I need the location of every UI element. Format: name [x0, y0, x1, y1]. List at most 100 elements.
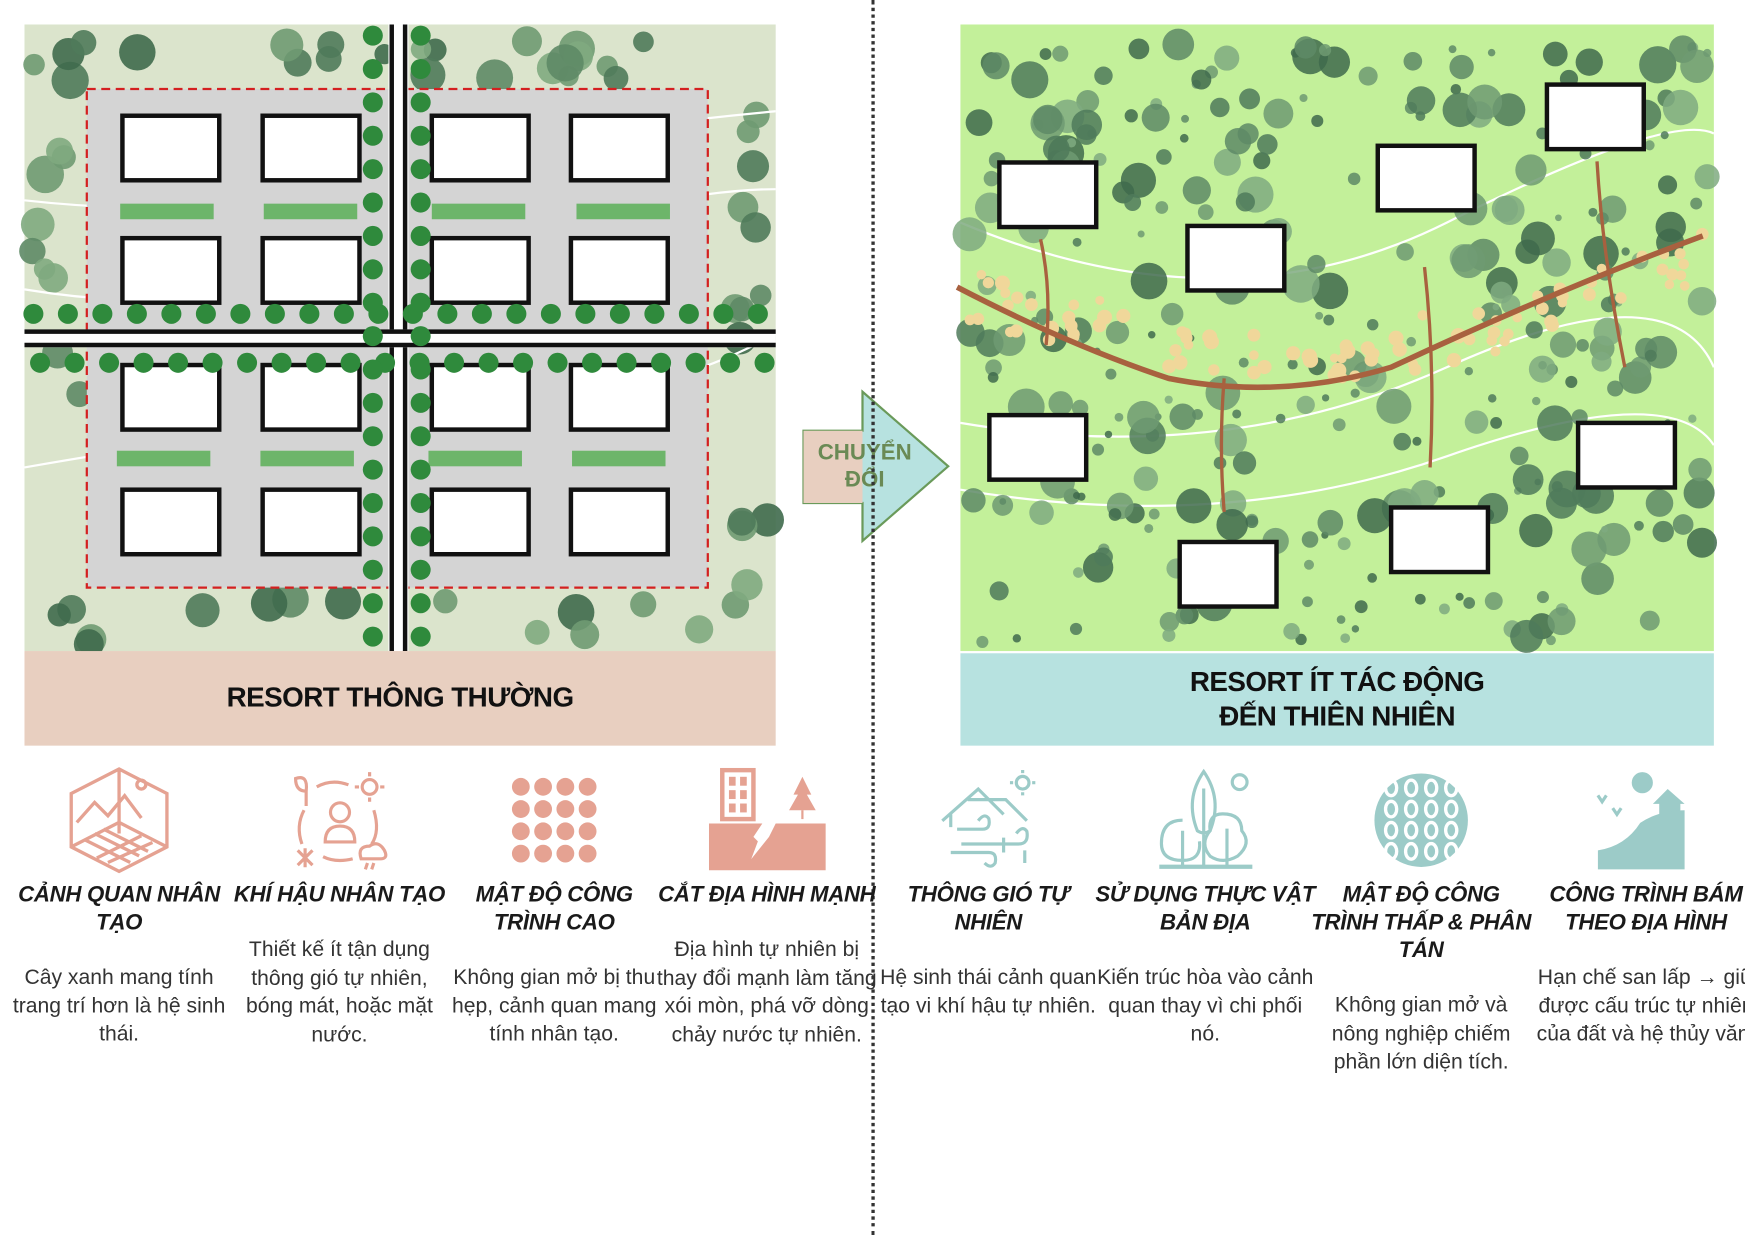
tree: [1403, 51, 1423, 71]
tree: [1591, 351, 1612, 372]
tree: [1537, 405, 1573, 442]
tree: [1660, 131, 1669, 140]
tree: [1672, 514, 1694, 535]
dot: [1423, 778, 1439, 798]
tree: [1048, 391, 1073, 416]
tree: [1012, 634, 1022, 643]
tree: [1311, 114, 1324, 127]
shrub: [1330, 362, 1347, 379]
shrub: [1340, 343, 1356, 359]
tree: [1490, 281, 1513, 304]
tree: [1092, 443, 1105, 456]
tree: [26, 155, 65, 194]
street-tree: [306, 352, 327, 373]
street-tree: [264, 303, 285, 324]
tree: [1224, 128, 1252, 155]
street-tree: [747, 303, 768, 324]
building: [429, 362, 531, 432]
shrub: [1116, 308, 1131, 324]
tree: [1253, 152, 1271, 170]
tree: [1301, 531, 1319, 548]
street-tree: [126, 303, 147, 324]
tree: [1124, 194, 1142, 212]
shrub: [1172, 355, 1188, 370]
tree: [1033, 104, 1063, 135]
shrub: [1557, 298, 1568, 308]
tree: [1536, 591, 1549, 604]
tree: [20, 207, 55, 242]
street-tree: [478, 352, 499, 373]
street-tree: [410, 392, 431, 413]
tree: [1438, 603, 1450, 615]
street-tree: [410, 593, 431, 614]
street-tree: [609, 303, 630, 324]
street-tree: [410, 459, 431, 480]
dot: [578, 800, 597, 818]
tree: [1688, 414, 1697, 423]
street-tree: [713, 303, 734, 324]
tree: [999, 498, 1007, 505]
dot: [578, 822, 597, 841]
street-tree: [362, 626, 383, 647]
street-tree: [582, 352, 603, 373]
tree: [1547, 607, 1576, 636]
feature-artificial-climate: KHÍ HẬU NHÂN TẠO Thiết kế ít tận dụng th…: [228, 759, 451, 1049]
building: [120, 487, 222, 557]
tree: [1160, 302, 1184, 326]
shrub: [1678, 258, 1689, 270]
dot: [1423, 799, 1439, 819]
tree: [1350, 388, 1360, 398]
building: [568, 362, 670, 432]
street-tree: [410, 359, 431, 380]
tree: [23, 53, 45, 76]
tree: [685, 615, 714, 644]
tree: [270, 28, 304, 62]
tree: [1282, 265, 1320, 303]
street-tree: [362, 426, 383, 447]
tree: [433, 588, 458, 614]
street-tree: [362, 92, 383, 113]
low-density-icon: [1310, 759, 1533, 881]
feature-artificial-landscape: CẢNH QUAN NHÂN TẠO Cây xanh mang tính tr…: [8, 759, 231, 1049]
feature-title: MẬT ĐỘ CÔNG TRÌNH CAO: [475, 882, 633, 935]
tree: [1159, 612, 1180, 632]
shrub: [1000, 287, 1011, 299]
tree: [1137, 230, 1145, 238]
tree: [736, 150, 770, 183]
tree: [1410, 480, 1439, 509]
tree: [1108, 508, 1122, 521]
street-tree: [410, 292, 431, 313]
tree: [1147, 330, 1156, 339]
tree: [1406, 86, 1436, 115]
dot: [1423, 841, 1439, 861]
building: [997, 160, 1099, 230]
street-tree: [410, 225, 431, 246]
shrub: [1679, 280, 1690, 291]
street-tree: [362, 192, 383, 213]
tree: [524, 619, 550, 645]
tree: [1169, 403, 1196, 430]
green-strip: [572, 450, 666, 467]
street-tree: [410, 58, 431, 80]
tree: [1645, 489, 1674, 517]
feature-title: THÔNG GIÓ TỰ NHIÊN: [907, 882, 1069, 935]
feature-terrain-following: CÔNG TRÌNH BÁM THEO ĐỊA HÌNH Hạn chế san…: [1535, 759, 1745, 1049]
tree: [1094, 66, 1113, 85]
tree: [250, 585, 288, 622]
tree: [1128, 38, 1150, 60]
tree: [1484, 592, 1503, 610]
tree: [1581, 562, 1614, 596]
street-tree: [410, 426, 431, 447]
shrub: [1446, 353, 1462, 368]
tree: [1302, 596, 1313, 608]
tree: [1634, 520, 1644, 531]
shrub: [1582, 288, 1596, 301]
street-tree: [362, 225, 383, 246]
shrub: [1302, 352, 1319, 368]
tree: [1510, 619, 1544, 653]
tree: [603, 65, 629, 91]
shrub: [1176, 326, 1188, 338]
tree: [1073, 567, 1084, 578]
tree: [1210, 97, 1230, 118]
tree: [1644, 349, 1657, 362]
